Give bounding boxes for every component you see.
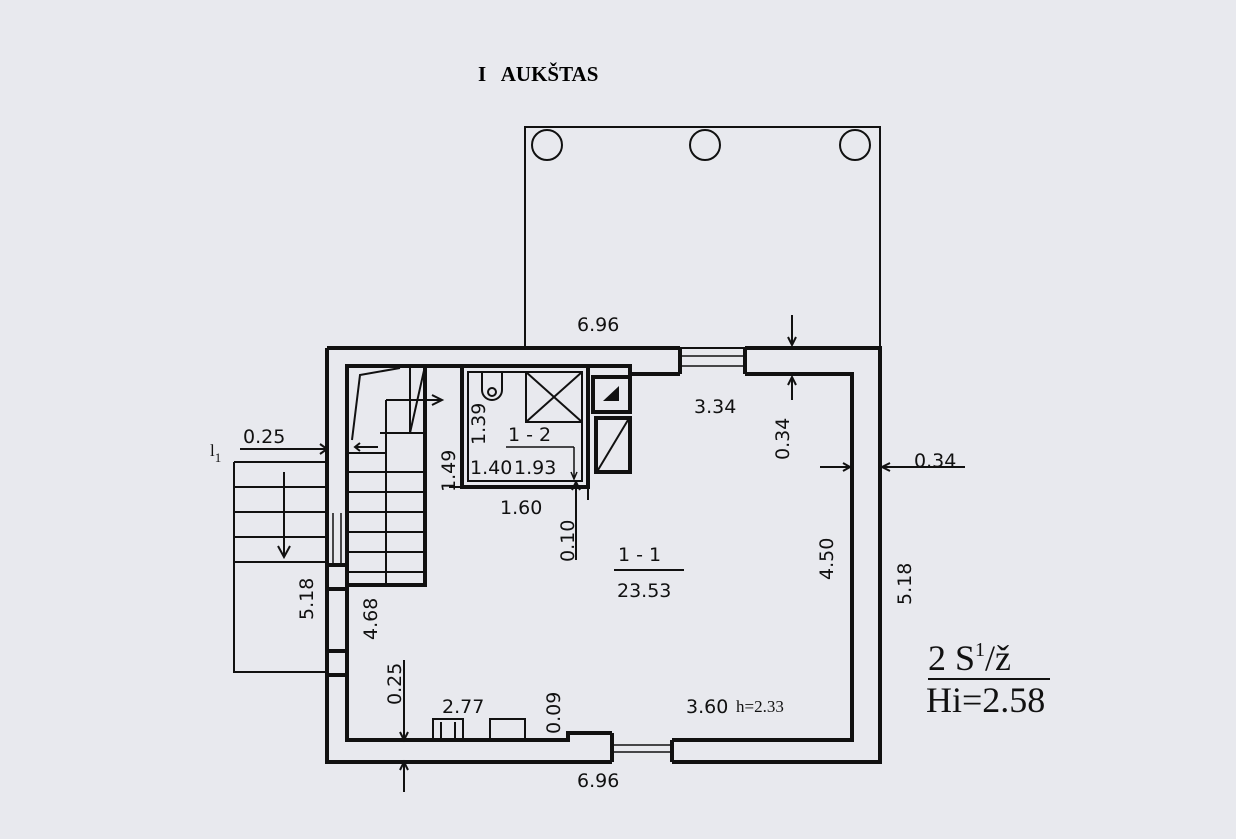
dim-bath-w: 1.40	[470, 457, 512, 479]
dim-kitchen-w: 2.77	[442, 696, 484, 718]
dim-left-height: 5.18	[296, 578, 318, 620]
dim-bath-outer-w: 1.60	[500, 497, 542, 519]
ceiling-height: h=2.33	[736, 697, 784, 716]
room-1-1-area: 23.53	[617, 580, 671, 602]
column-icon	[689, 129, 721, 161]
dimension-lines	[399, 315, 965, 792]
dim-stair-height: 4.68	[360, 598, 382, 640]
interior-stairs	[345, 364, 445, 587]
column-icon	[531, 129, 563, 161]
exterior-stairs	[233, 443, 329, 673]
dim-kitchen-gap: 0.09	[543, 692, 565, 734]
dim-wall-bottom: 0.25	[384, 663, 406, 705]
legend-storeys: 2 S1/ž	[928, 638, 1011, 678]
column-icon	[839, 129, 871, 161]
dim-inner-top: 3.34	[694, 396, 736, 418]
dim-bath-outer-h: 1.49	[438, 450, 460, 492]
stove-icon	[594, 416, 632, 474]
plan-title: I AUKŠTAS	[478, 62, 598, 86]
dim-inner-height: 4.50	[816, 538, 838, 580]
dim-inner-bottom: 3.60	[686, 696, 728, 718]
legend-height: Hi=2.58	[926, 680, 1045, 720]
shower-icon	[525, 371, 583, 423]
room-1-2-id: 1 - 2	[508, 424, 551, 446]
dim-wall-right: 0.34	[914, 450, 956, 472]
bathroom	[449, 364, 590, 560]
section-mark: l1	[210, 441, 221, 465]
dim-right-height: 5.18	[894, 563, 916, 605]
toilet-icon	[481, 372, 503, 401]
dim-wall-top: 0.34	[772, 418, 794, 460]
boiler-mark-icon	[603, 386, 619, 401]
dim-bath-h: 1.39	[468, 403, 490, 445]
dim-top-width: 6.96	[577, 314, 619, 336]
boiler-icon	[591, 375, 632, 414]
dim-bath-gap: 0.10	[557, 520, 579, 562]
room-1-1-id: 1 - 1	[618, 544, 661, 566]
appliance-icon	[489, 718, 526, 741]
dim-stair-step: 0.25	[243, 426, 285, 448]
terrace	[524, 126, 881, 349]
sink-icon	[432, 718, 464, 741]
dim-bottom-width: 6.96	[577, 770, 619, 792]
room-1-2-area: 1.93	[514, 457, 556, 479]
